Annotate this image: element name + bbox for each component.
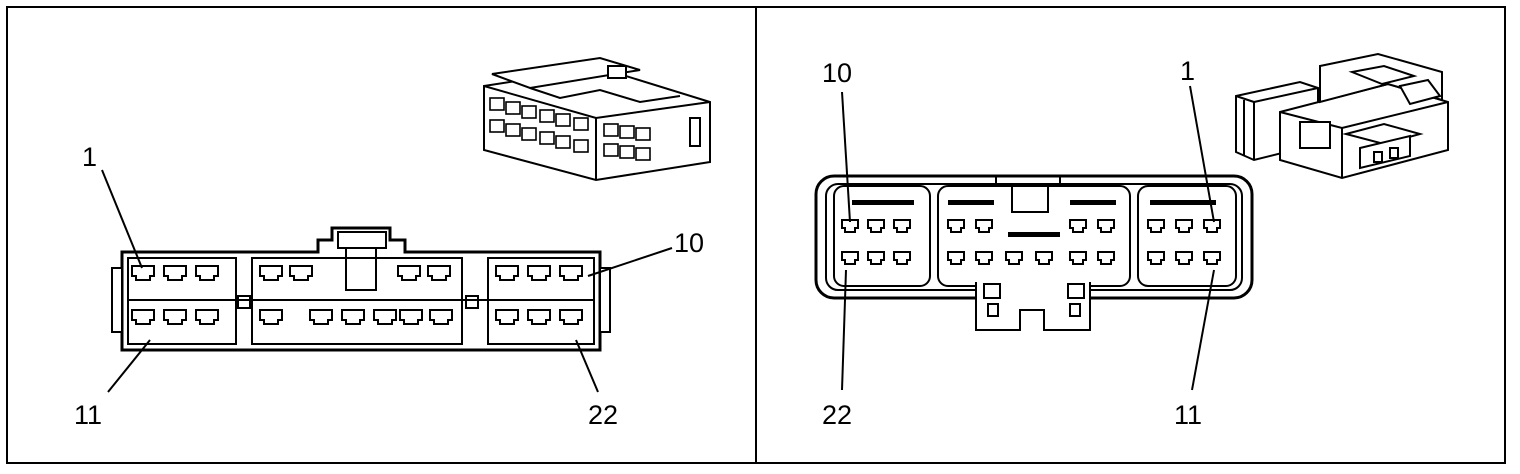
panel-divider xyxy=(755,6,757,464)
leader-line xyxy=(575,339,599,393)
leader-line xyxy=(107,339,151,393)
right-connector-face xyxy=(814,174,1254,331)
pin-label-11: 11 xyxy=(1174,400,1202,430)
pin-label-22: 22 xyxy=(822,400,852,430)
pin-label-10: 10 xyxy=(822,58,852,88)
left-connector-face xyxy=(111,226,611,352)
leader-line xyxy=(841,269,847,391)
leader-line xyxy=(841,91,851,223)
pin-label-11: 11 xyxy=(74,400,102,430)
leader-line xyxy=(1189,85,1215,223)
right-connector-isometric xyxy=(1235,52,1449,180)
leader-line xyxy=(1191,269,1215,391)
pin-label-1: 1 xyxy=(82,142,97,172)
left-connector-isometric xyxy=(483,56,711,182)
leader-line xyxy=(101,169,143,269)
pin-label-10: 10 xyxy=(674,228,704,258)
pin-label-22: 22 xyxy=(588,400,618,430)
pin-label-1: 1 xyxy=(1180,56,1195,86)
leader-line xyxy=(587,247,673,277)
